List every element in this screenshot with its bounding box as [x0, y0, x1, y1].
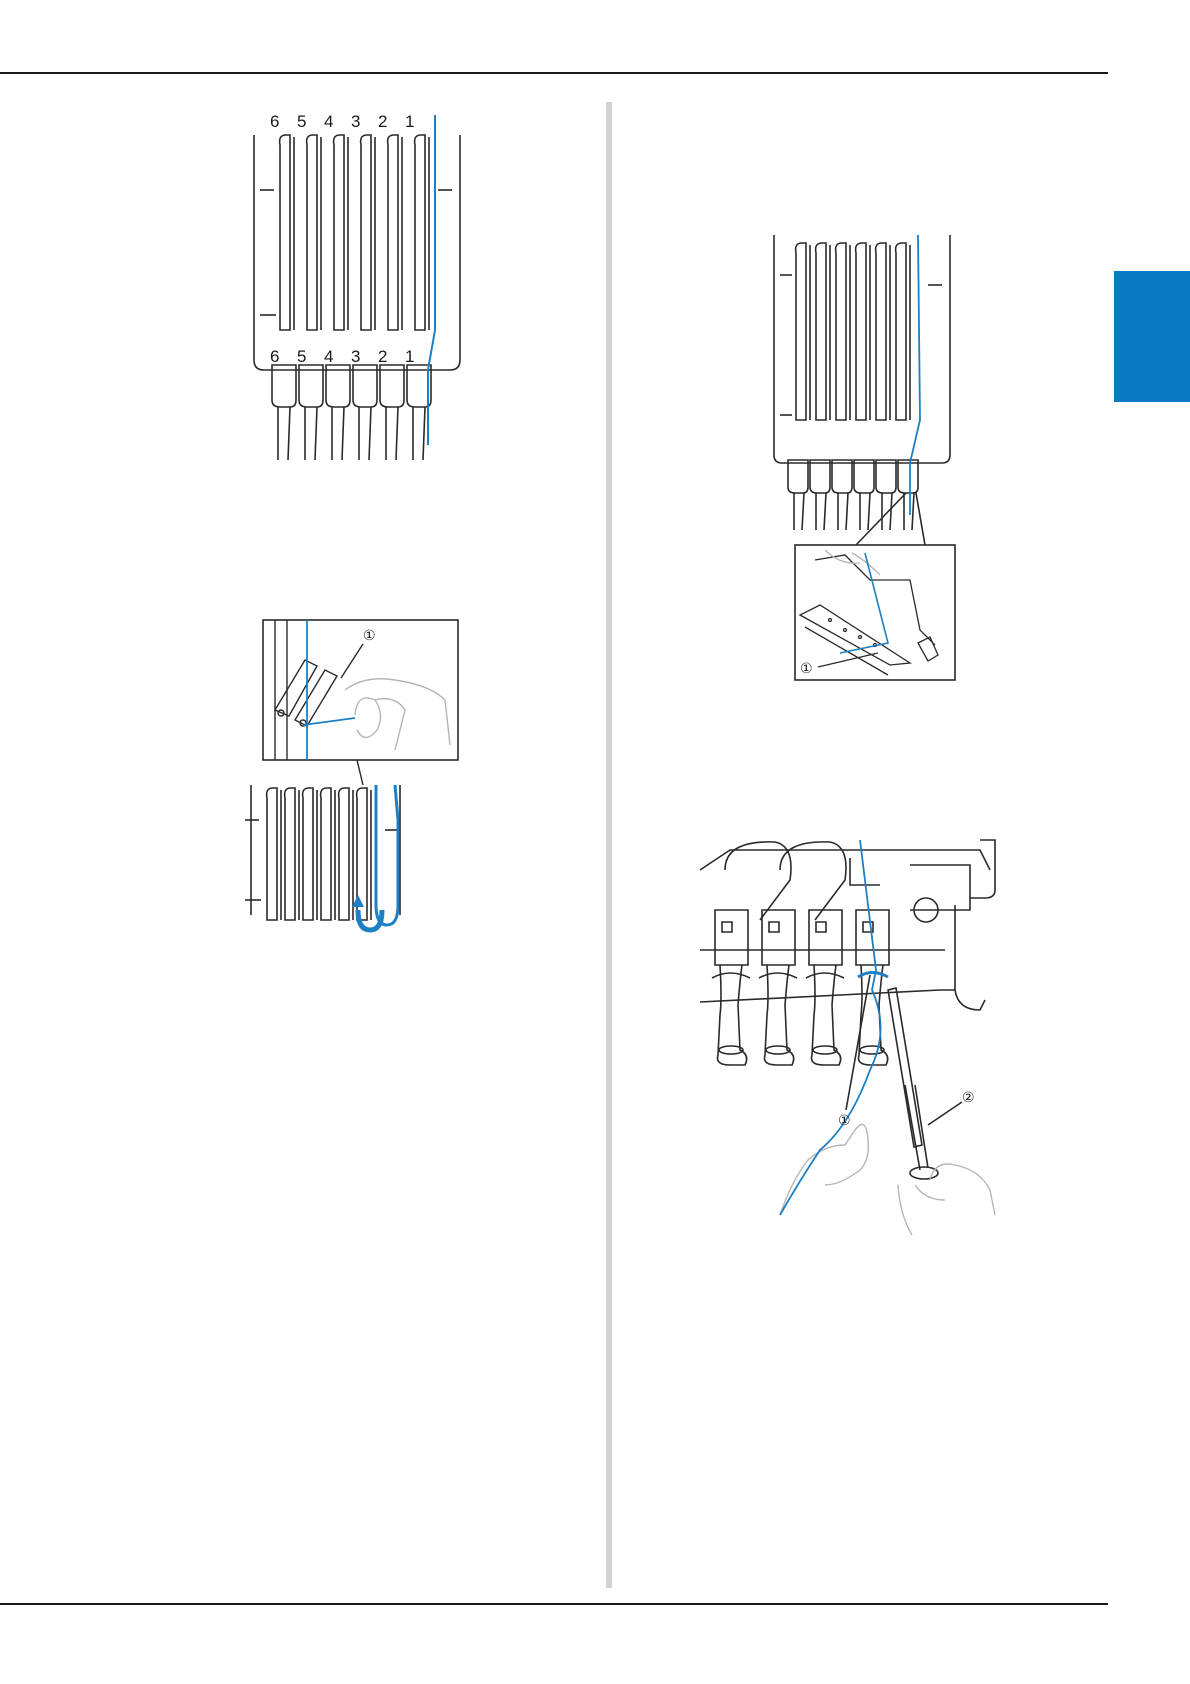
figure-thread-guides-numbered: 6 5 4 3 2 1 6 5 4 3 2 1: [250, 115, 460, 465]
figure-thread-guide-lower-detail: ①: [770, 235, 960, 690]
callout-1-inset: ①: [363, 628, 376, 644]
callout-2-figure4: ②: [962, 1090, 975, 1106]
callout-1-figure3: ①: [800, 661, 813, 677]
guide-number-bottom-6: 6: [270, 347, 279, 366]
callout-1-figure4: ①: [838, 1113, 851, 1129]
guide-number-bottom-2: 2: [378, 347, 387, 366]
guide-number-bottom-4: 4: [324, 347, 333, 366]
guide-number-bottom-3: 3: [351, 347, 360, 366]
guide-number-top-3: 3: [351, 112, 360, 131]
guide-number-top-1: 1: [405, 112, 414, 131]
guide-number-top-5: 5: [297, 112, 306, 131]
column-divider: [606, 102, 612, 1588]
figure-needle-bar-threading: ① ②: [700, 840, 1030, 1215]
header-rule: [0, 72, 1108, 74]
chapter-tab: [1114, 271, 1190, 402]
guide-number-top-6: 6: [270, 112, 279, 131]
figure-thread-hook-detail: ①: [245, 620, 475, 990]
guide-number-bottom-5: 5: [297, 347, 306, 366]
guide-number-top-4: 4: [324, 112, 333, 131]
guide-number-top-2: 2: [378, 112, 387, 131]
footer-rule: [0, 1603, 1108, 1605]
guide-number-bottom-1: 1: [405, 347, 414, 366]
